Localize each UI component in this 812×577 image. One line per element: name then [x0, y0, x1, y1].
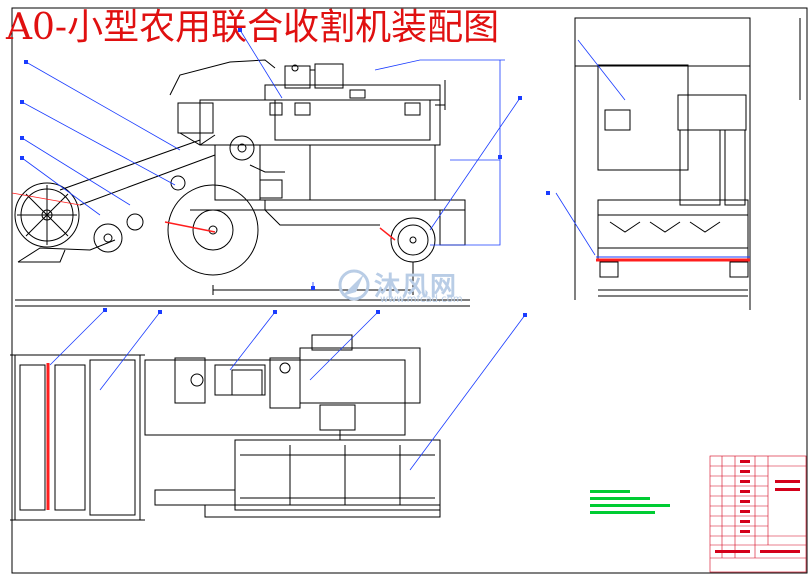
side-view-leader-dots — [20, 28, 522, 290]
watermark-text: 沐风网 — [374, 272, 459, 302]
technical-notes — [590, 490, 670, 514]
side-view-leaders — [21, 29, 521, 290]
front-view-leaders — [555, 39, 626, 256]
drawing-frame — [11, 7, 808, 574]
top-view-leaders — [49, 309, 526, 471]
title-block-fill — [715, 460, 800, 553]
side-view — [14, 59, 470, 307]
watermark-logo-icon — [338, 269, 370, 300]
front-view-leader-dot — [546, 191, 550, 195]
drawing-title: A0-小型农用联合收割机装配图 — [6, 7, 500, 48]
title-block — [709, 455, 807, 573]
top-view-leader-dots — [103, 308, 527, 317]
watermark: 沐风网 www.mfcad.com — [334, 266, 463, 305]
wheel-highlight — [11, 192, 396, 241]
front-view — [574, 17, 801, 310]
watermark-url: www.mfcad.com — [380, 294, 463, 305]
top-view — [10, 334, 441, 521]
